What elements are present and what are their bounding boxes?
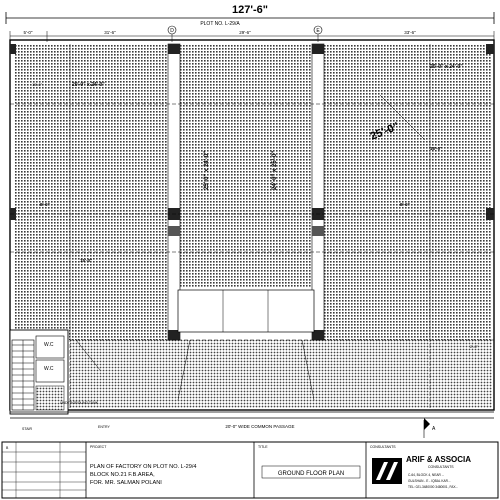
project-line-2: BLOCK NO.21 F.B.AREA,	[90, 472, 155, 478]
dim-edge-left: 5'-0"	[24, 30, 33, 35]
dim-height-2: 20'-0" x 24'-0"	[430, 64, 463, 70]
dim-mid-1: 8'-0"	[40, 202, 50, 207]
beam-lines	[10, 44, 494, 408]
overall-width-label: 127'-6"	[232, 4, 268, 16]
drawing-title-box	[261, 465, 361, 479]
rev-label: B	[6, 446, 9, 450]
wc-label-2: W.C	[44, 366, 54, 372]
dim-clear-2: 18'-0"	[430, 146, 442, 151]
project-line-1: PLAN OF FACTORY ON PLOT NO. L-29/4	[90, 464, 197, 470]
dim-clear-1: 15'-0"	[80, 258, 92, 263]
passage-label: 20'-0" WIDE COMMON PASSAGE	[225, 424, 294, 429]
firm-line-3: TEL: 021-3480000 3480001, FAX...	[408, 485, 458, 489]
overall-dimension: 127'-6"	[5, 4, 495, 24]
consultant-label: CONSULTANTS	[370, 445, 396, 449]
dim-small-2: 2'-0"	[470, 344, 479, 349]
plot-label: PLOT NO. L-29/A	[200, 21, 240, 27]
firm-line-1: C-64, BLOCK 4, NEAR ...	[408, 473, 444, 477]
title-label: TITLE	[258, 445, 268, 449]
firm-line-2: GULSHAN - E - IQBAL KAR...	[408, 479, 451, 483]
bay-dimension-line: 5'-0" 31'-6" 29'-6" 33'-6"	[9, 30, 495, 42]
dim-height-1: 20'-0" x 24'-0"	[72, 82, 105, 88]
dim-bay-1: 31'-6"	[104, 30, 116, 35]
grid-label-d: D	[170, 28, 174, 34]
floor-hatch	[14, 44, 492, 408]
open-bay	[177, 289, 315, 333]
entry-note: ENTRY	[98, 425, 110, 429]
project-label: PROJECT	[90, 445, 107, 449]
vertical-note-1: 25'-0" x 24'-0"	[204, 151, 210, 190]
title-block	[1, 441, 499, 499]
firm-name: ARIF & ASSOCIA	[406, 455, 471, 464]
wc-label-1: W.C	[44, 342, 54, 348]
compound-wall	[10, 411, 494, 419]
grid-marker-e	[313, 25, 323, 35]
grid-markers: D E	[167, 25, 323, 35]
wc-room-2	[35, 359, 65, 383]
firm-sub: CONSULTANTS	[428, 465, 454, 469]
dim-bay-3: 33'-6"	[404, 30, 416, 35]
outer-wall	[9, 39, 495, 411]
drawing-no: A	[432, 426, 436, 432]
project-line-3: FOR. MR. SALMAN POLANI	[90, 480, 162, 486]
grid-marker-d	[167, 25, 177, 35]
firm-logo	[372, 458, 402, 484]
dim-side-left: 15'-0"	[32, 82, 43, 87]
dim-bay-2: 29'-6"	[239, 30, 251, 35]
drawing-title: GROUND FLOOR PLAN	[278, 471, 344, 477]
service-block: W.C W.C	[9, 329, 69, 415]
stair-note: STAIR	[22, 427, 33, 431]
tank-note: UNDERGROUND TANK	[60, 401, 99, 405]
dim-mid-2: 8'-0"	[400, 202, 410, 207]
section-marker	[423, 418, 430, 438]
door-swings	[75, 94, 426, 401]
wc-room-1	[35, 335, 65, 359]
grid-label-e: E	[316, 28, 320, 34]
vertical-note-2: 24'-0" x 25'-0"	[272, 151, 278, 190]
